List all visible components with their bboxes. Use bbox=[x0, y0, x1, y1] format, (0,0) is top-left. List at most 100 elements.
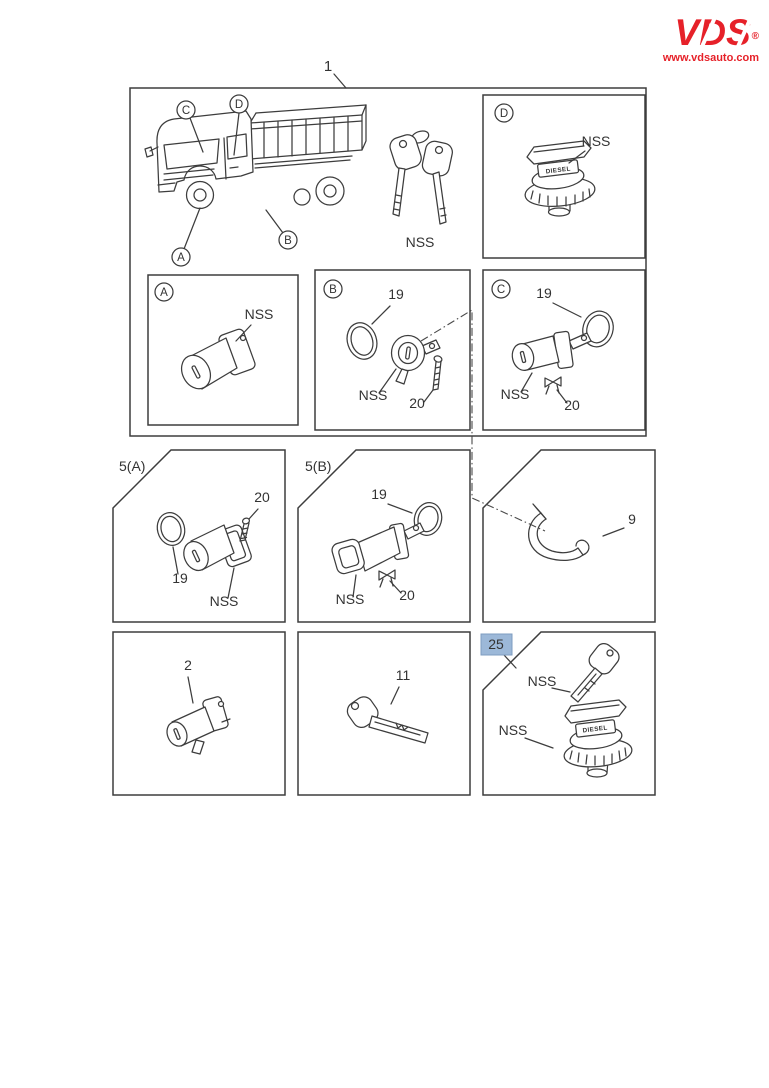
callout-circle bbox=[278, 230, 298, 250]
callout-letter-b: B bbox=[284, 235, 292, 247]
key-illustration bbox=[346, 696, 429, 744]
fuel-cap-illustration: DIESEL bbox=[563, 699, 633, 778]
panel-d-box bbox=[482, 94, 646, 259]
panel-2: 2 bbox=[166, 657, 231, 755]
part-ref-19[interactable]: 19 bbox=[371, 486, 387, 502]
part-ref-5b[interactable]: 5(B) bbox=[305, 458, 331, 474]
clip-illustration bbox=[544, 376, 562, 395]
lock-cylinder-illustration bbox=[183, 524, 252, 572]
leader-line bbox=[189, 117, 204, 153]
lock-cylinder-illustration bbox=[180, 328, 256, 390]
nss-label: NSS bbox=[501, 386, 530, 402]
bracket-illustration bbox=[527, 503, 590, 562]
part-ref-20[interactable]: 20 bbox=[254, 489, 270, 505]
brand-mark: VDS® bbox=[675, 13, 759, 53]
part-ref-1[interactable]: 1 bbox=[324, 58, 332, 75]
panel-a-box bbox=[147, 274, 299, 426]
key-illustration bbox=[570, 642, 620, 703]
leader-line bbox=[371, 305, 391, 325]
truck-callout-b: B bbox=[265, 209, 298, 250]
nss-label: NSS bbox=[359, 387, 388, 403]
callout-letter-d: D bbox=[500, 108, 508, 120]
part-ref-20[interactable]: 20 bbox=[564, 397, 580, 413]
nss-label: NSS bbox=[336, 591, 365, 607]
callout-circle bbox=[494, 103, 514, 123]
panel-5b-box bbox=[297, 449, 471, 623]
part-ref-19[interactable]: 19 bbox=[536, 285, 552, 301]
part-ref-2[interactable]: 2 bbox=[184, 657, 192, 673]
callout-circle bbox=[176, 100, 196, 120]
nss-label-key: NSS bbox=[528, 673, 557, 689]
leader-line bbox=[248, 508, 259, 520]
leader-line bbox=[187, 676, 194, 704]
lock-body-illustration bbox=[331, 522, 425, 575]
panel-c-box bbox=[482, 269, 646, 431]
part-ref-5a[interactable]: 5(A) bbox=[119, 458, 145, 474]
fuel-cap-illustration: DIESEL bbox=[524, 140, 596, 217]
nss-label: NSS bbox=[582, 133, 611, 149]
key-set-illustration: NSS bbox=[389, 130, 453, 250]
leader-line bbox=[551, 687, 571, 693]
callout-circle bbox=[154, 282, 174, 302]
part-ref-19[interactable]: 19 bbox=[172, 570, 188, 586]
panel-5b: 5(B) 19 20 NSS bbox=[305, 458, 443, 607]
nss-label: NSS bbox=[245, 306, 274, 322]
nss-label-keys: NSS bbox=[406, 234, 435, 250]
leader-line bbox=[235, 324, 252, 342]
callout-circle bbox=[491, 279, 511, 299]
panel-b: B 19 NSS 20 bbox=[323, 279, 443, 411]
part-ref-25[interactable]: 25 bbox=[488, 636, 504, 652]
leader-line bbox=[602, 527, 625, 537]
part-ref-11[interactable]: 11 bbox=[396, 667, 411, 683]
panel-9-box bbox=[482, 449, 656, 623]
assembly-ref: 1 bbox=[324, 58, 347, 89]
callout-circle bbox=[171, 247, 191, 267]
nss-label: NSS bbox=[210, 593, 239, 609]
screw-illustration bbox=[432, 355, 443, 391]
leader-line bbox=[503, 654, 517, 669]
callout-letter-c: C bbox=[182, 105, 190, 117]
leader-line bbox=[423, 389, 434, 403]
truck-callout-c: C bbox=[176, 100, 204, 153]
callout-circle bbox=[229, 94, 249, 114]
brand-logo: VDS® www.vdsauto.com bbox=[662, 13, 759, 64]
leader-line bbox=[520, 372, 533, 393]
panel-9: 9 bbox=[527, 503, 636, 562]
nss-label-cap: NSS bbox=[499, 722, 528, 738]
part-ref-25-badge[interactable] bbox=[480, 633, 513, 656]
callout-letter-d: D bbox=[235, 99, 243, 111]
panel-11: 11 bbox=[346, 667, 429, 744]
truck-callout-a: A bbox=[171, 207, 201, 267]
clip-illustration bbox=[378, 569, 396, 588]
leader-line bbox=[172, 546, 179, 575]
callout-letter-b: B bbox=[329, 284, 337, 296]
panel-a: A NSS bbox=[154, 282, 274, 390]
leader-line bbox=[556, 389, 568, 404]
o-ring-illustration bbox=[346, 322, 378, 360]
part-ref-20[interactable]: 20 bbox=[409, 395, 425, 411]
cap-brand-text: DIESEL bbox=[545, 165, 571, 175]
panel-25: 25 NSS DIESEL NSS bbox=[480, 633, 633, 778]
leader-line bbox=[265, 209, 284, 234]
callout-letter-c: C bbox=[497, 284, 505, 296]
leader-line bbox=[552, 302, 582, 318]
panel-5a-box bbox=[112, 449, 286, 623]
part-ref-9[interactable]: 9 bbox=[628, 511, 636, 527]
panel-11-box bbox=[297, 631, 471, 796]
panel-d: D DIESEL NSS bbox=[494, 103, 611, 217]
leader-line bbox=[389, 580, 402, 594]
cap-brand-text: DIESEL bbox=[582, 724, 608, 734]
leader-line bbox=[227, 567, 235, 599]
part-ref-19[interactable]: 19 bbox=[388, 286, 404, 302]
leader-line bbox=[524, 737, 554, 749]
lock-cylinder-illustration bbox=[166, 696, 231, 755]
lock-body-illustration bbox=[390, 334, 441, 385]
panel-5a: 5(A) 19 20 NSS bbox=[119, 458, 270, 609]
part-ref-20[interactable]: 20 bbox=[399, 587, 415, 603]
panel-25-box bbox=[482, 631, 656, 796]
leader-line bbox=[183, 207, 201, 250]
truck-illustration bbox=[144, 104, 367, 210]
brand-url[interactable]: www.vdsauto.com bbox=[662, 52, 759, 64]
truck-callout-d: D bbox=[229, 94, 249, 156]
